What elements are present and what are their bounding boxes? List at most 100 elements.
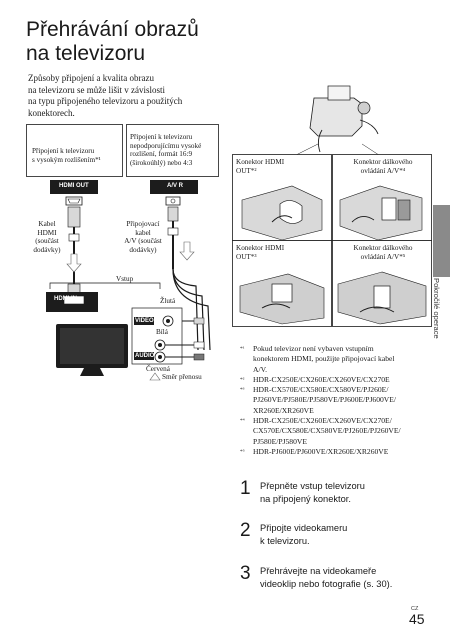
tv-stand (80, 368, 104, 376)
footnote-line: HDR-CX250E/CX260E/CX260VE/CX270E/ (253, 416, 392, 426)
hdmi-top-line: OUT*² (236, 166, 257, 175)
hdmi-cable-line: dodávky) (33, 245, 61, 254)
remote-top-label: Konektor dálkového ovládání A/V*⁴ (340, 158, 426, 175)
hdmi-out-label: HDMI OUT (59, 183, 89, 189)
sd-connection-box (126, 124, 219, 177)
footnote-1: *¹ Pokud televizor není vybaven vstupním… (240, 344, 430, 375)
av-cable-label: Připojovací kabel A/V (součást dodávky) (120, 220, 166, 254)
language-code: CZ (411, 606, 419, 612)
yellow-label: Žlutá (160, 297, 176, 305)
footnote-mark: *⁵ (240, 448, 245, 455)
step-line: Přepněte vstup televizoru (260, 481, 365, 491)
step-number: 2 (240, 520, 251, 541)
input-jacks-panel (131, 307, 183, 365)
hd-label-line: s vysokým rozlišením*¹ (32, 155, 101, 164)
av-plug-top (167, 206, 179, 222)
page-title-line-1: Přehrávání obrazů (26, 18, 199, 41)
page-title: Přehrávání obrazů na televizoru (26, 18, 256, 66)
hd-connection-box (26, 124, 123, 177)
av-cable-line: kabel (135, 228, 151, 237)
camera-connectors-graphic (232, 85, 432, 327)
red-label: Červená (146, 365, 170, 373)
remote-bottom-label: Konektor dálkového ovládání A/V*⁵ (340, 244, 426, 261)
hdmi-cable-line: HDMI (37, 228, 57, 237)
intro-line: na televizoru se může lišit v závislosti (28, 84, 165, 95)
footnote-line: CX570E/CX580E/CX580VE/PJ260E/PJ260VE/ (253, 426, 401, 436)
sd-label-line: Připojení k televizoru (130, 133, 193, 141)
transfer-direction-symbol (149, 372, 161, 381)
transfer-direction-label: Směr přenosu (162, 373, 202, 381)
hd-label-line: Připojení k televizoru (32, 147, 95, 155)
hd-connection-label: Připojení k televizoru s vysokým rozliše… (32, 147, 101, 164)
remote-top-line: ovládání A/V*⁴ (360, 166, 406, 175)
footnote-line: konektorem HDMI, použijte připojovací ka… (253, 354, 395, 364)
footnote-mark: *⁴ (240, 418, 245, 425)
hdmi-cable-line: (součást (35, 237, 59, 246)
hdmi-cable-label: Kabel HDMI (součást dodávky) (30, 220, 64, 254)
hdmi-bottom-line: OUT*³ (236, 252, 257, 261)
remote-bottom-line: ovládání A/V*⁵ (360, 252, 406, 261)
av-cable-line: A/V (součást (124, 237, 162, 246)
footnote-line: A/V. (253, 364, 267, 374)
section-side-label: Pokročilé operace (432, 278, 441, 339)
hdmi-out-bar (50, 180, 98, 194)
step-line: na připojený konektor. (260, 493, 351, 504)
footnote-mark: *³ (240, 387, 245, 394)
footnote-line: XR260E/XR260VE (253, 405, 314, 415)
step-line: Připojte videokameru (260, 523, 348, 533)
hdmi-top-line: Konektor HDMI (236, 158, 285, 166)
step-text: Přehrávejte na videokameře videoklip neb… (260, 565, 392, 590)
footnote-mark: *² (240, 376, 245, 383)
av-r-label: A/V R (167, 183, 184, 189)
camcorder-body (309, 97, 363, 137)
step-text: Připojte videokameru k televizoru. (260, 522, 347, 547)
section-side-tab (433, 205, 450, 277)
sd-connection-label: Připojení k televizoru nepodporujícímu v… (130, 133, 201, 167)
hdmi-out-bottom-label: Konektor HDMI OUT*³ (236, 244, 284, 261)
input-label: Vstup (116, 275, 134, 283)
step-line: k televizoru. (260, 535, 310, 546)
hdmi-bottom-line: Konektor HDMI (236, 244, 285, 252)
sd-label-line: rozlišení, formát 16:9 (130, 150, 193, 159)
intro-line: Způsoby připojení a kvalita obrazu (28, 73, 154, 83)
footnotes: *¹ Pokud televizor není vybaven vstupním… (240, 344, 430, 457)
footnote-mark: *¹ (240, 346, 245, 352)
intro-paragraph: Způsoby připojení a kvalita obrazu na te… (28, 73, 248, 119)
footnote-2: *² HDR-CX250E/CX260E/CX260VE/CX270E (240, 375, 430, 385)
step-line: videoklip nebo fotografie (s. 30). (260, 578, 393, 589)
step-number: 3 (240, 563, 251, 584)
av-cable-line: Připojovací (126, 220, 160, 228)
sd-label-line: nepodporujícímu vysoké (130, 141, 202, 150)
footnote-line: HDR-CX250E/CX260E/CX260VE/CX270E (253, 374, 390, 384)
footnote-3: *³ HDR-CX570E/CX580E/CX580VE/PJ260E/ PJ2… (240, 385, 430, 416)
connection-diagram-graphic (26, 124, 219, 381)
connection-diagram: Připojení k televizoru s vysokým rozliše… (26, 124, 221, 390)
intro-line: na typu připojeného televizoru a použitý… (28, 96, 183, 107)
step-number: 1 (240, 478, 251, 499)
av-r-bar (150, 180, 198, 194)
transfer-arrow-left (66, 253, 82, 273)
footnote-line: HDR-PJ600E/PJ600VE/XR260E/XR260VE (253, 446, 389, 456)
footnote-line: Pokud televizor není vybaven vstupním (253, 344, 374, 353)
footnote-line: PJ260VE/PJ580E/PJ580VE/PJ600E/PJ600VE/ (253, 395, 397, 405)
camera-connectors-illustration: Konektor HDMI OUT*² Konektor dálkového o… (232, 72, 432, 330)
hdmi-in-label: HDMI IN (54, 296, 77, 302)
transfer-arrow-right (179, 241, 195, 261)
video-label: VIDEO (135, 318, 154, 324)
footnote-line: HDR-CX570E/CX580E/CX580VE/PJ260E/ (253, 385, 389, 395)
page-number-block: CZ 45 (409, 606, 425, 626)
audio-label: AUDIO (135, 353, 155, 359)
step-text: Přepněte vstup televizoru na připojený k… (260, 480, 365, 505)
sd-label-line: (širokoúhlý) nebo 4:3 (130, 158, 193, 167)
hdmi-plug-top (67, 206, 81, 228)
step-line: Přehrávejte na videokameře (260, 566, 377, 576)
white-label: Bílá (156, 328, 168, 336)
hdmi-cable-line: Kabel (38, 220, 56, 228)
av-cable-line: dodávky) (129, 245, 157, 254)
footnote-4: *⁴ HDR-CX250E/CX260E/CX260VE/CX270E/ CX5… (240, 416, 430, 447)
page-number: 45 (409, 611, 425, 627)
page-title-line-2: na televizoru (26, 42, 146, 65)
remote-bottom-line: Konektor dálkového (353, 244, 413, 252)
intro-line: konektorech. (28, 107, 75, 118)
footnote-line: PJ580E/PJ580VE (253, 436, 308, 446)
